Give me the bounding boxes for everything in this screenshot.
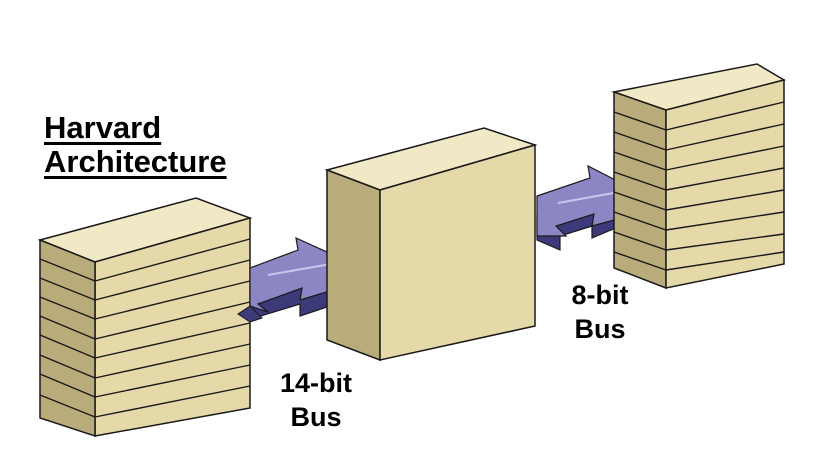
bus-8bit-label: 8-bit Bus xyxy=(540,278,660,346)
diagram-title-line2: Architecture xyxy=(44,144,227,179)
bus-8bit-word: Bus xyxy=(574,314,626,344)
program-memory-stack xyxy=(37,197,253,438)
bus-14bit-width: 14-bit xyxy=(279,368,352,398)
bus-14bit-word: Bus xyxy=(290,402,342,432)
bus-14bit-label: 14-bit Bus xyxy=(256,366,376,434)
bus-8bit-width: 8-bit xyxy=(571,280,629,310)
cpu-block xyxy=(324,127,538,362)
diagram-title-line1: Harvard xyxy=(44,110,162,145)
data-memory-stack xyxy=(611,63,786,290)
